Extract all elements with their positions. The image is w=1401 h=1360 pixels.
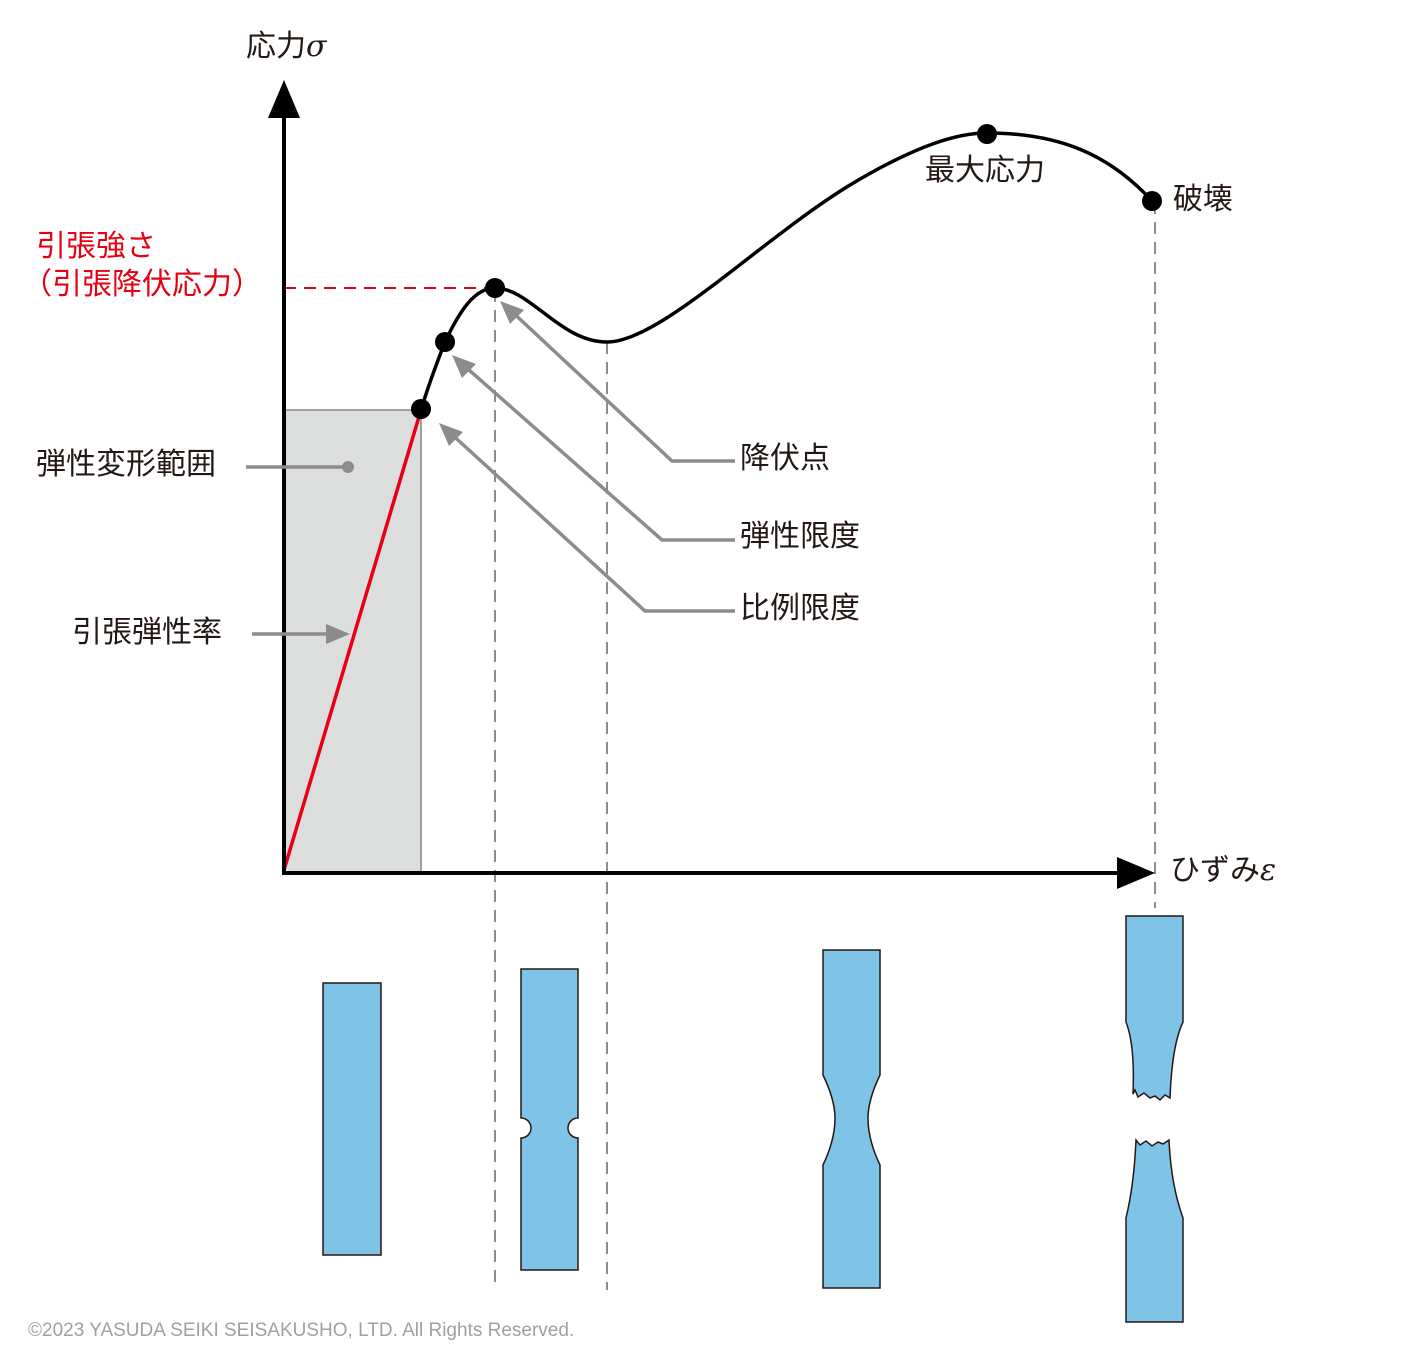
- fracture-label: 破壊: [1173, 182, 1233, 217]
- sigma-symbol: σ: [306, 29, 327, 64]
- annotation-leaders: [246, 306, 735, 636]
- yield-point-label: 降伏点: [740, 441, 830, 476]
- yield-point: [485, 278, 505, 298]
- tensile-modulus-label: 引張弾性率: [72, 615, 222, 650]
- proportional-limit-point: [411, 399, 431, 419]
- fracture-point: [1142, 191, 1162, 211]
- y-axis-arrow-icon: [268, 80, 300, 118]
- tensile-yield-stress-label: （引張降伏応力）: [22, 267, 262, 302]
- specimen-necking: [822, 949, 881, 1289]
- curve-points: [411, 124, 1162, 419]
- max-stress-label: 最大応力: [925, 153, 1045, 188]
- elastic-modulus-line: [282, 409, 423, 871]
- x-axis-arrow-icon: [1117, 857, 1155, 889]
- elastic-range-label: 弾性変形範囲: [36, 447, 216, 482]
- specimen-initial: [322, 982, 382, 1256]
- epsilon-symbol: ε: [1260, 853, 1277, 888]
- copyright: ©2023 YASUDA SEIKI SEISAKUSHO, LTD. All …: [28, 1320, 575, 1341]
- specimen-yield: [520, 968, 579, 1271]
- specimen-fracture-bottom: [1125, 1137, 1184, 1323]
- proportional-limit-label: 比例限度: [740, 591, 860, 626]
- y-axis-label-text: 応力: [246, 29, 306, 64]
- annotation-arrowheads: [326, 301, 524, 644]
- specimen-fracture-top: [1125, 915, 1184, 1102]
- y-axis-label: 応力σ: [246, 32, 326, 62]
- guide-lines: [494, 202, 1156, 1290]
- tensile-strength-label: 引張強さ: [36, 229, 156, 264]
- specimens: [322, 915, 1184, 1323]
- elastic-limit-point: [435, 332, 455, 352]
- x-axis-label: ひずみε: [1170, 856, 1276, 886]
- x-axis-label-text: ひずみ: [1170, 853, 1260, 888]
- elastic-limit-label: 弾性限度: [740, 519, 860, 554]
- max-stress-point: [977, 124, 997, 144]
